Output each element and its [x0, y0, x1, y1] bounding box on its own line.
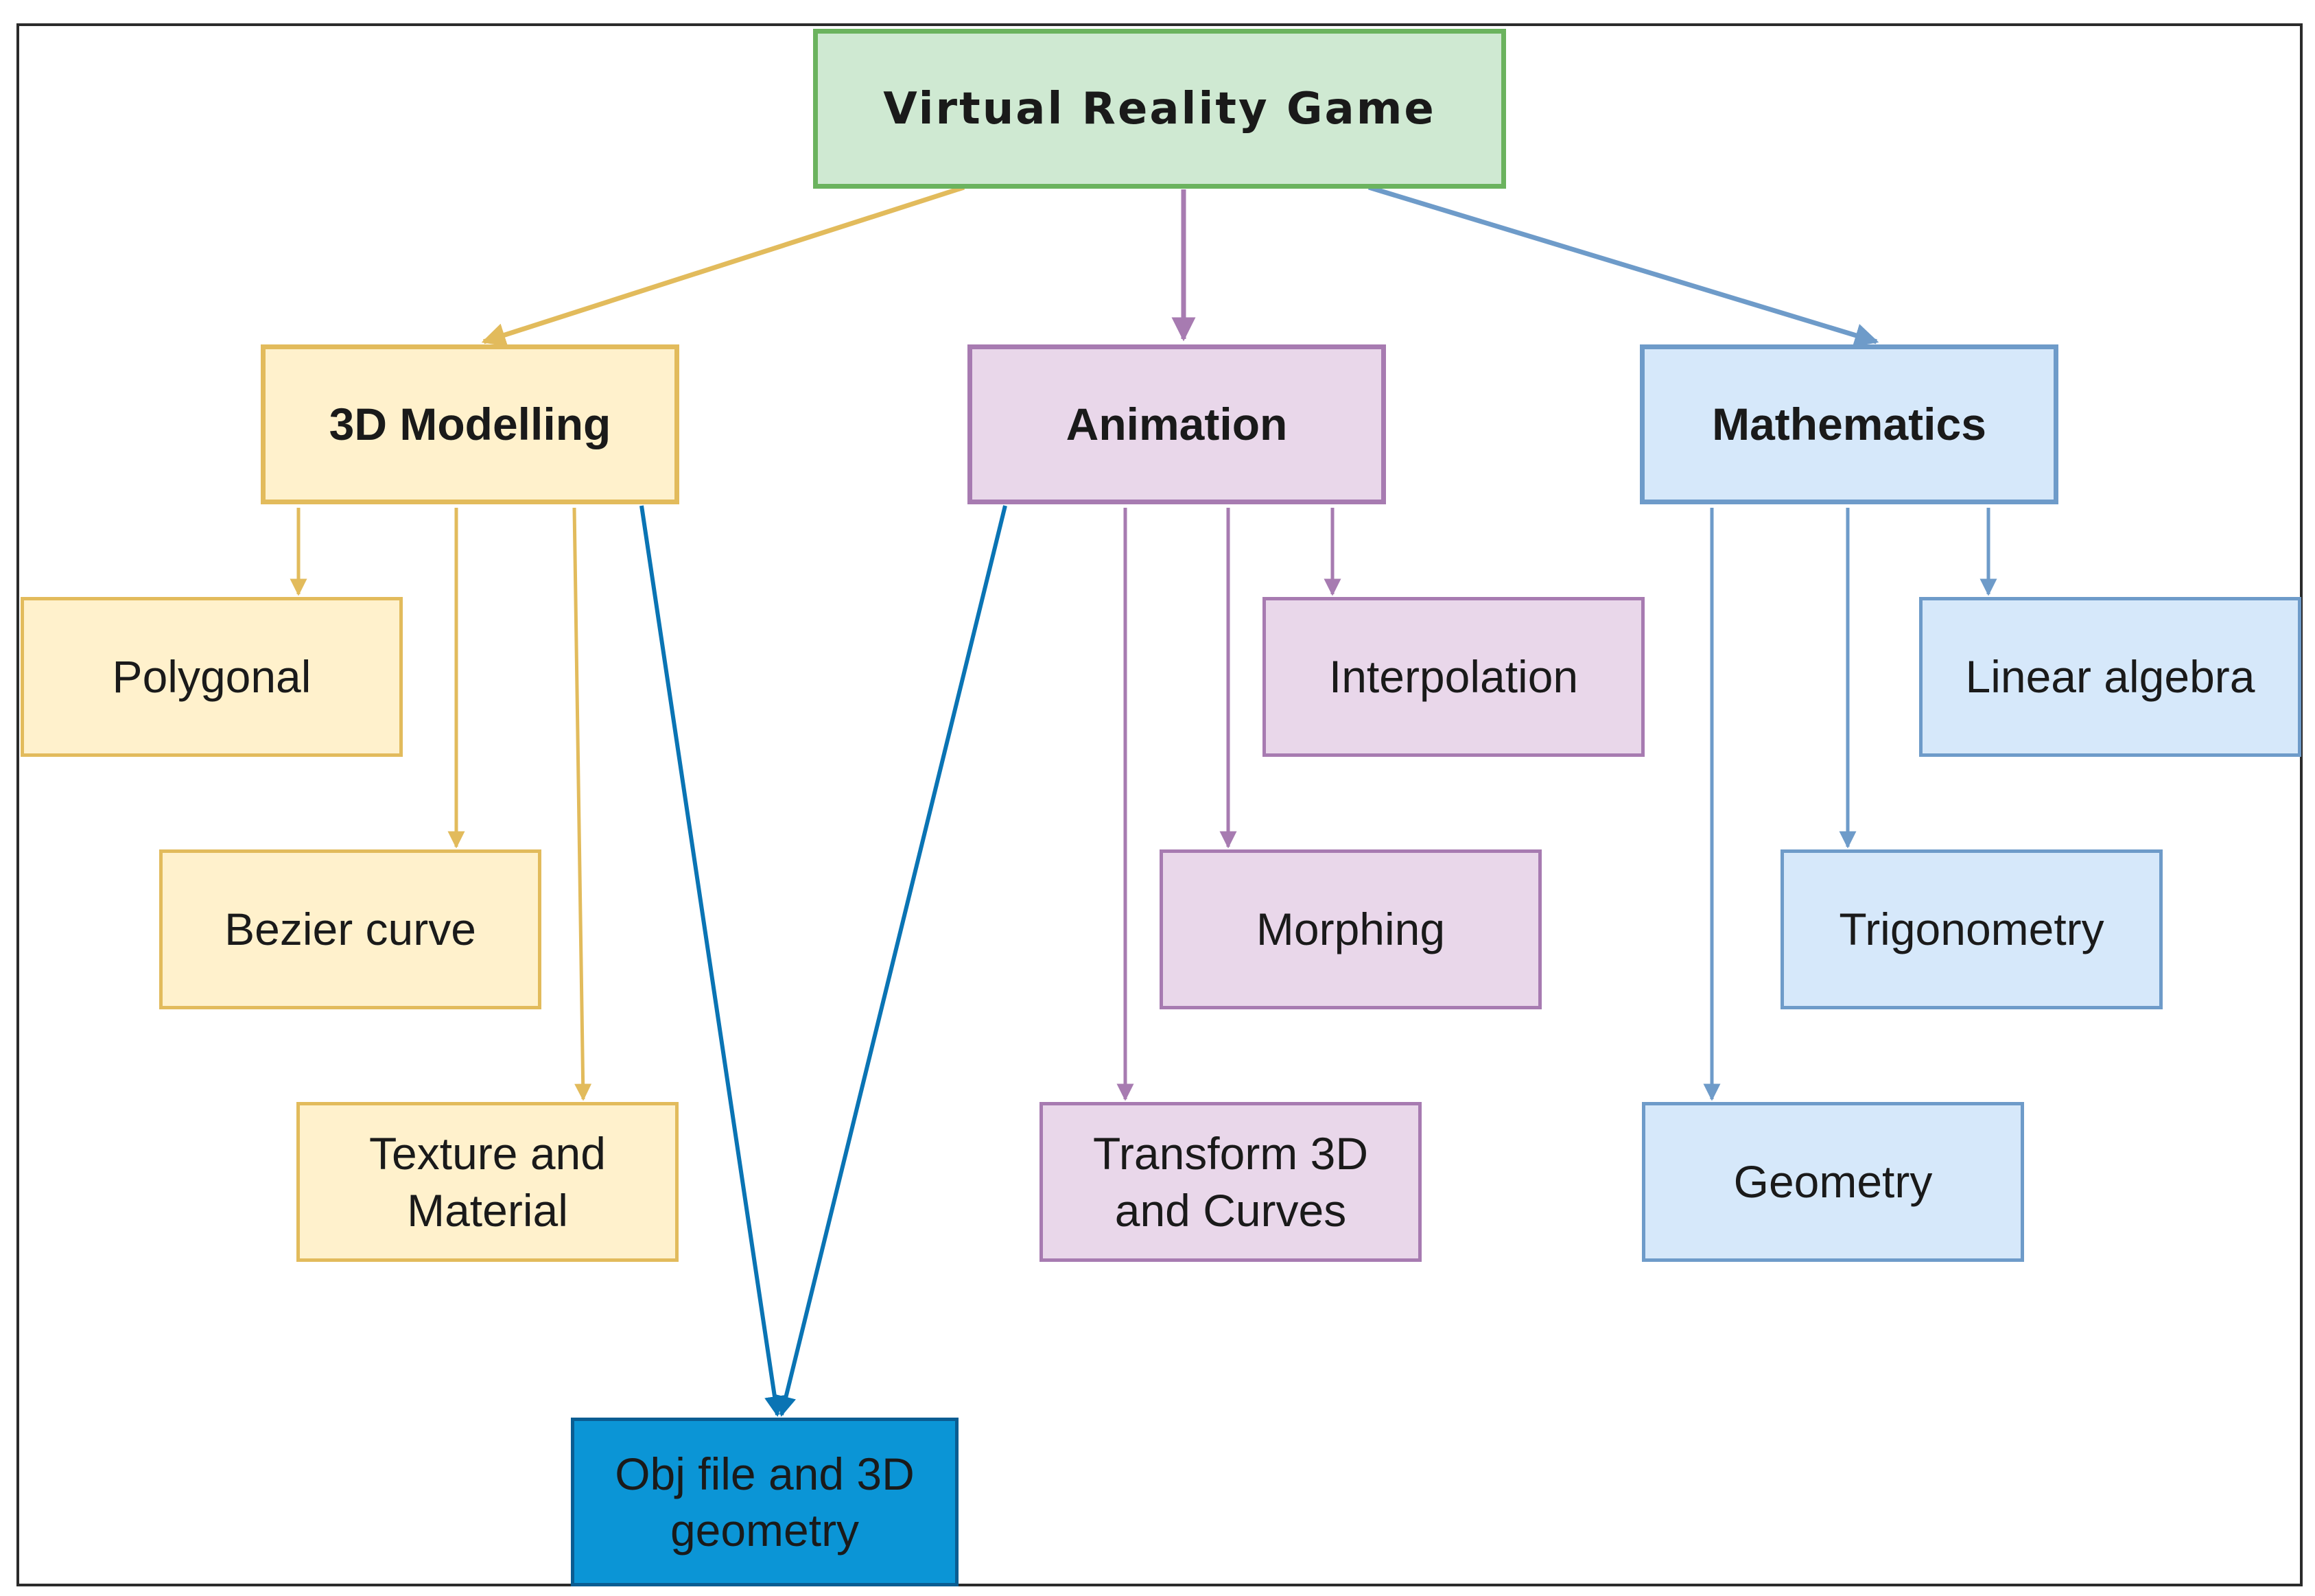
node-transform-line2: and Curves [1114, 1184, 1347, 1236]
arrow-modelling-to-obj [639, 505, 785, 1417]
node-obj-line2: geometry [670, 1505, 860, 1556]
node-morphing-label: Morphing [1256, 904, 1446, 955]
node-linear-algebra-label: Linear algebra [1965, 651, 2255, 703]
category-3d-modelling-label: 3D Modelling [329, 399, 611, 450]
node-bezier-curve: Bezier curve [159, 849, 541, 1009]
node-texture-line1: Texture and [369, 1128, 606, 1179]
diagram-frame [16, 23, 2303, 1586]
category-animation: Animation [967, 344, 1386, 504]
node-linear-algebra: Linear algebra [1919, 597, 2301, 757]
node-trigonometry-label: Trigonometry [1839, 904, 2104, 955]
node-texture-line2: Material [407, 1184, 568, 1236]
category-3d-modelling: 3D Modelling [261, 344, 679, 504]
node-obj-file-and-3d-geometry: Obj file and 3D geometry [571, 1418, 959, 1586]
root-node-virtual-reality-game: Virtual Reality Game [813, 29, 1506, 189]
arrow-root-to-mathematics [1367, 185, 1879, 347]
node-transform-line1: Transform 3D [1093, 1128, 1368, 1179]
node-interpolation: Interpolation [1262, 597, 1645, 757]
node-bezier-curve-label: Bezier curve [224, 904, 476, 955]
arrow-root-to-modelling [481, 185, 965, 347]
node-obj-line1: Obj file and 3D [615, 1448, 915, 1499]
arrow-animation-to-obj [775, 505, 1007, 1417]
category-mathematics: Mathematics [1640, 344, 2058, 504]
category-animation-label: Animation [1066, 399, 1288, 450]
node-interpolation-label: Interpolation [1328, 651, 1579, 703]
arrow-modelling-to-texture [572, 507, 592, 1101]
node-transform-3d-and-curves: Transform 3D and Curves [1039, 1102, 1422, 1262]
node-polygonal: Polygonal [21, 597, 403, 757]
node-trigonometry: Trigonometry [1781, 849, 2163, 1009]
root-label: Virtual Reality Game [883, 83, 1436, 134]
node-geometry-label: Geometry [1733, 1156, 1933, 1208]
category-mathematics-label: Mathematics [1712, 399, 1986, 450]
node-geometry: Geometry [1642, 1102, 2024, 1262]
node-polygonal-label: Polygonal [112, 651, 312, 703]
node-texture-and-material: Texture and Material [296, 1102, 679, 1262]
node-morphing: Morphing [1160, 849, 1542, 1009]
